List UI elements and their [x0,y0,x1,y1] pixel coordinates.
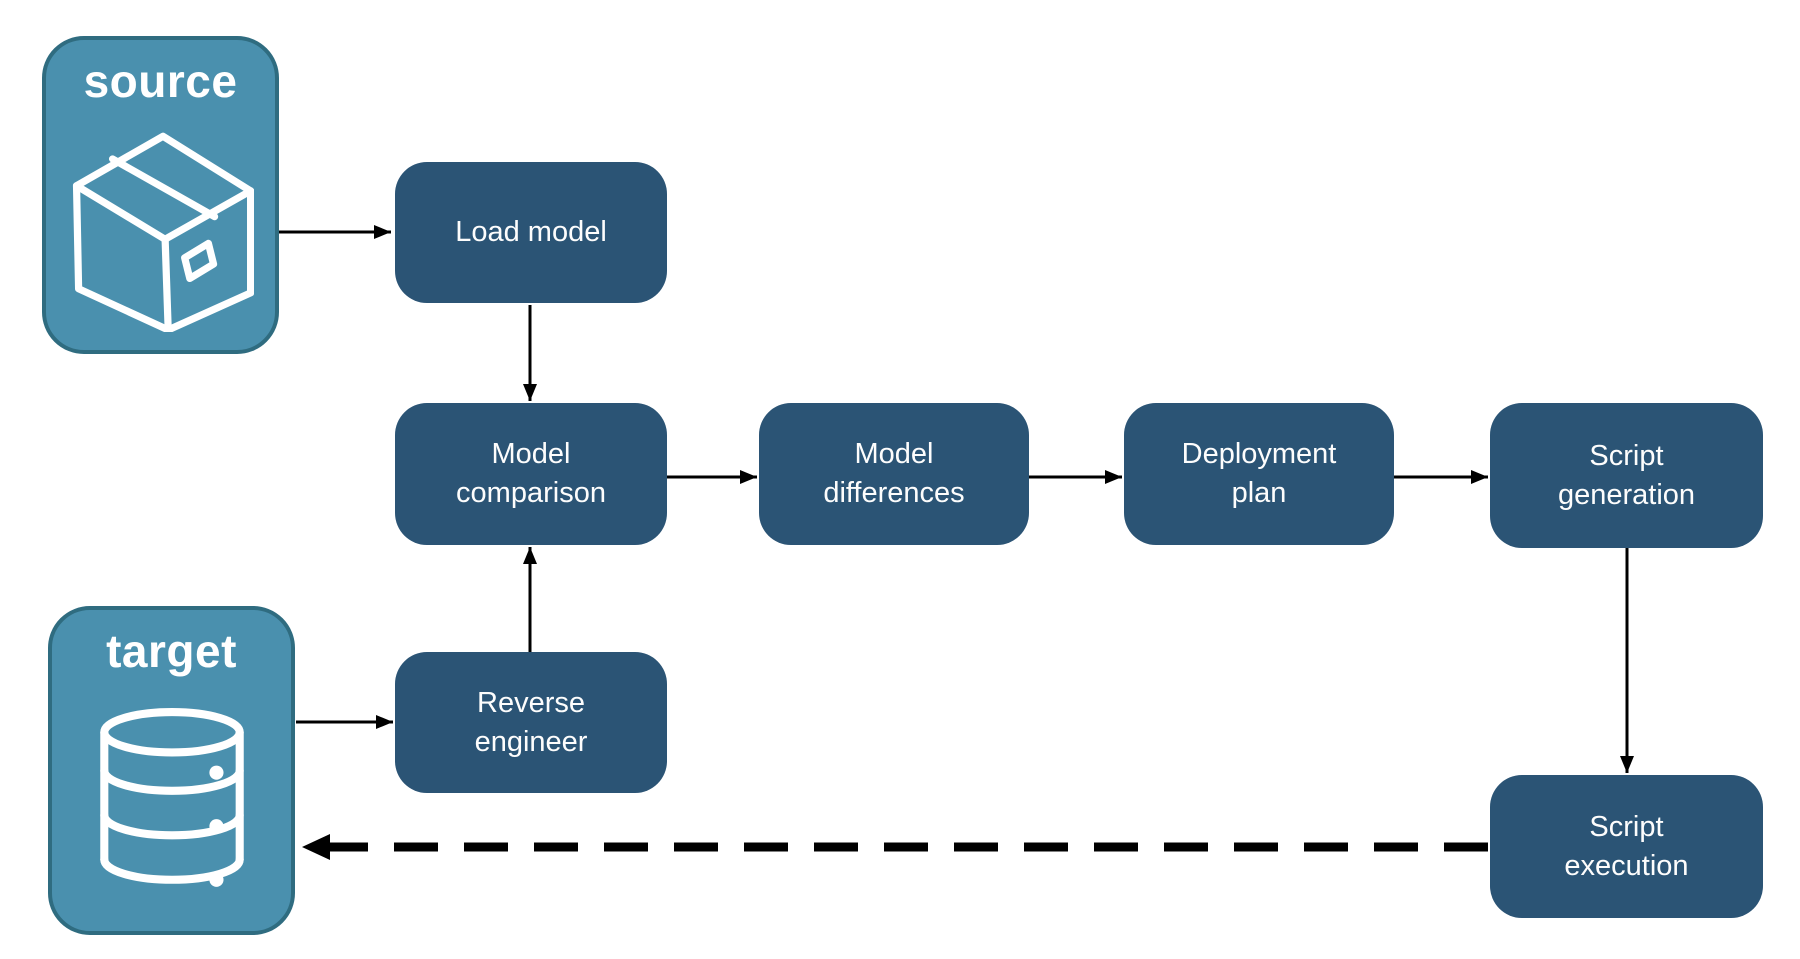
node-script-execution: Script execution [1490,775,1763,918]
entity-source: source [42,36,279,354]
node-script-generation: Script generation [1490,403,1763,548]
entity-target-label: target [106,625,237,677]
node-model-comparison: Model comparison [395,403,667,545]
node-load-model-label: Load model [455,216,607,249]
node-deployment-plan-label: Deployment plan [1181,438,1337,509]
node-deployment-plan: Deployment plan [1124,403,1394,545]
node-reverse-engineer-label: Reverse engineer [474,686,588,758]
node-script-execution-label: Script execution [1564,810,1689,882]
package-icon [46,108,275,350]
entity-source-label: source [83,55,238,107]
database-icon [52,678,291,931]
node-reverse-engineer: Reverse engineer [395,652,667,793]
node-model-differences: Model differences [759,403,1029,545]
node-script-generation-label: Script generation [1557,439,1696,511]
node-load-model: Load model [395,162,667,303]
entity-target: target [48,606,295,935]
node-model-differences-label: Model differences [823,438,965,509]
node-model-comparison-label: Model comparison [456,438,606,509]
